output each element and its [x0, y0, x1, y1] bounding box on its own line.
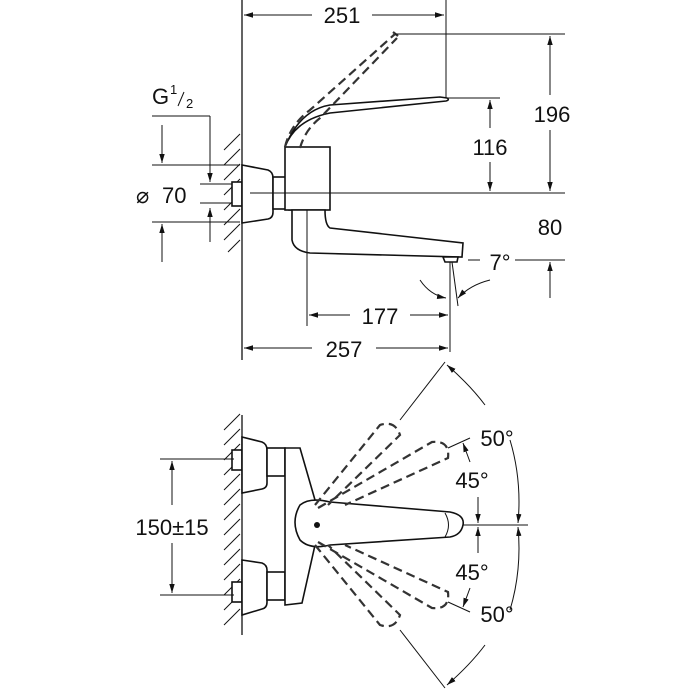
arc-50-lower-a: [509, 526, 522, 611]
thread-sup: 1: [170, 82, 177, 97]
dim-spout-reach: 177: [362, 304, 399, 329]
dim-depth-bottom: 257: [326, 337, 363, 362]
arc-45-lower-b: [462, 587, 471, 608]
angle-upper-inner: 45°: [455, 468, 488, 493]
thread-label: G: [152, 84, 169, 109]
side-view: 251 196 116 80 7° 177 257 G 1: [136, 0, 570, 362]
spout-angle-line: [451, 261, 459, 307]
dim-spout-drop-80: 80: [538, 215, 562, 240]
arc-50-lower-b: [446, 644, 486, 686]
angle-arrow-7-left: [419, 279, 447, 299]
diameter-symbol: ⌀: [136, 183, 149, 208]
arc-50-upper-b: [509, 439, 522, 524]
dim-depth-top: 251: [324, 3, 361, 28]
arc-45-upper-a: [462, 442, 471, 463]
thread-sub: 2: [186, 96, 193, 111]
angle-lower-inner: 45°: [455, 560, 488, 585]
dim-height-116: 116: [472, 135, 507, 160]
faucet-side: [231, 31, 464, 263]
angle-lower-outer: 50°: [480, 602, 513, 627]
faucet-top: [231, 422, 465, 628]
leader-45-upper: [447, 437, 471, 449]
dim-spout-angle: 7°: [489, 250, 510, 275]
thread-slash: [177, 91, 185, 107]
dim-inlet-spacing: 150±15: [135, 515, 208, 540]
leader-45-lower: [447, 601, 471, 613]
dim-rosette-diameter: 70: [162, 183, 186, 208]
leader-50-lower: [399, 629, 446, 689]
angle-arrow-7-right: [457, 279, 491, 299]
angle-upper-outer: 50°: [480, 426, 513, 451]
arc-50-upper-a: [446, 364, 486, 406]
top-view: 150±15 50° 45° 45° 50°: [135, 361, 528, 689]
leader-50-upper: [399, 361, 446, 421]
dim-height-196: 196: [534, 102, 571, 127]
